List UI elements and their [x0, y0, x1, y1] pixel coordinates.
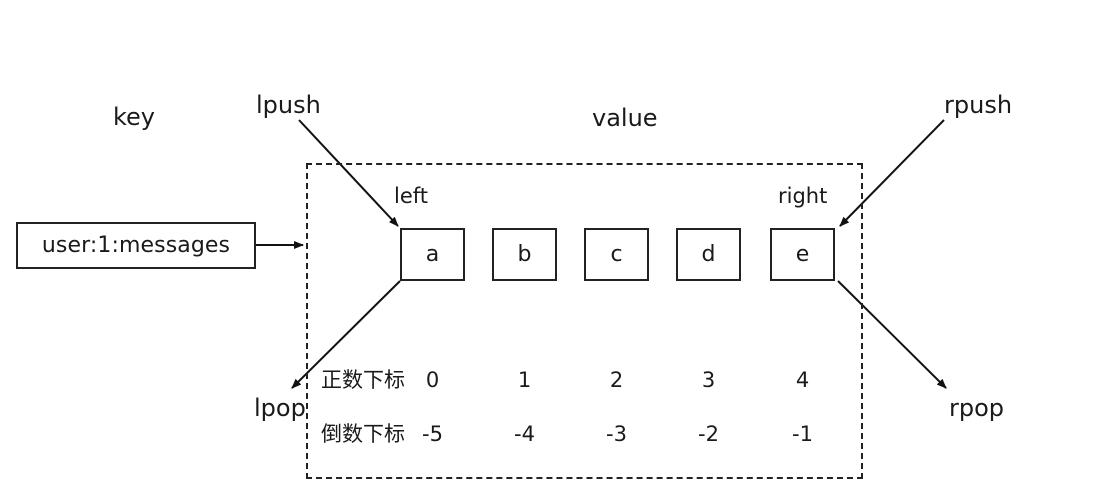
list-element-value: d	[701, 242, 716, 267]
positive-index-value: 3	[701, 368, 716, 392]
positive-index-value: 0	[425, 368, 440, 392]
negative-index-row-label: 倒数下标	[321, 422, 405, 446]
lpop-label: lpop	[254, 394, 306, 422]
list-element-box: d	[676, 228, 741, 281]
list-element-box: c	[584, 228, 649, 281]
list-element-box: b	[492, 228, 557, 281]
list-element-value: e	[795, 242, 810, 267]
negative-index-value: -2	[698, 422, 719, 446]
key-label: key	[113, 103, 156, 131]
left-pointer-label: left	[394, 184, 429, 208]
negative-index-value: -4	[514, 422, 535, 446]
list-element-value: c	[610, 242, 623, 267]
positive-index-value: 2	[609, 368, 624, 392]
negative-index-value: -5	[422, 422, 443, 446]
rpush-label: rpush	[944, 91, 1013, 119]
lpush-label: lpush	[256, 91, 321, 119]
negative-index-value: -1	[792, 422, 813, 446]
negative-index-value: -3	[606, 422, 627, 446]
positive-index-row-label: 正数下标	[321, 368, 405, 392]
rpop-label: rpop	[949, 394, 1005, 422]
value-label: value	[592, 104, 658, 132]
key-box: user:1:messages	[16, 222, 256, 269]
list-element-box: a	[400, 228, 465, 281]
list-element-box: e	[770, 228, 835, 281]
list-element-value: a	[425, 242, 440, 267]
key-box-text: user:1:messages	[41, 233, 231, 258]
positive-index-value: 1	[517, 368, 532, 392]
positive-index-value: 4	[795, 368, 810, 392]
list-element-value: b	[517, 242, 532, 267]
value-container	[306, 163, 863, 479]
right-pointer-label: right	[778, 184, 828, 208]
